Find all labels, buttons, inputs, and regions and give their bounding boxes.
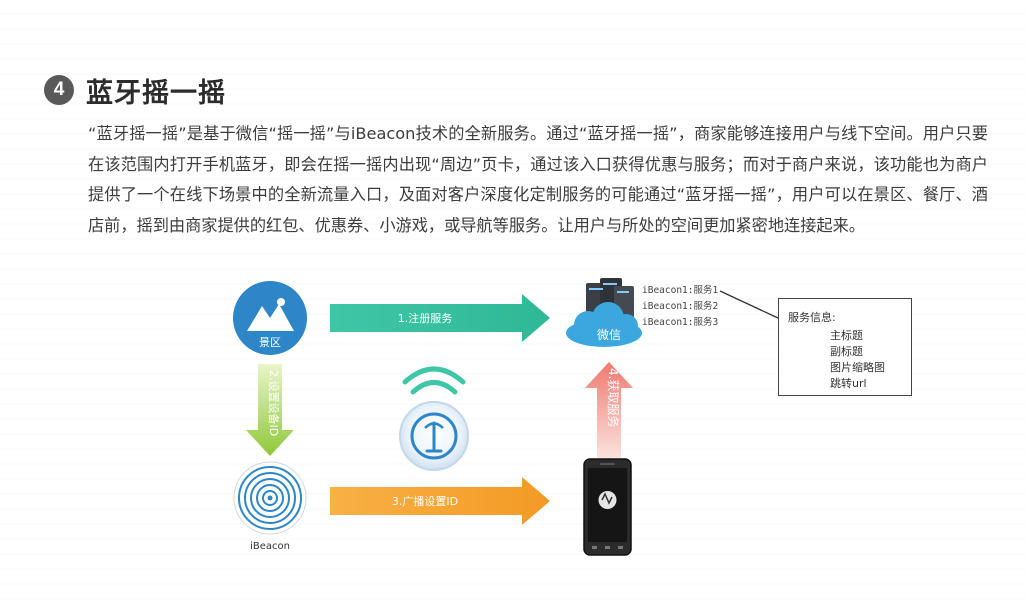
service-info-box: 服务信息: 主标题 副标题 图片缩略图 跳转url xyxy=(778,298,912,396)
service-item: iBeacon1:服务2 xyxy=(642,301,719,312)
ibeacon-node: iBeacon xyxy=(233,461,307,552)
service-list: iBeacon1:服务1 iBeacon1:服务2 iBeacon1:服务3 xyxy=(642,283,718,331)
arrow-step1-label: 1.注册服务 xyxy=(398,311,453,325)
service-info-title: 服务信息: xyxy=(788,311,836,324)
arrow-step2: 2.设置设备ID xyxy=(246,364,294,456)
service-info-item: 图片缩略图 xyxy=(830,361,885,374)
service-item: iBeacon1:服务3 xyxy=(642,317,719,328)
description-text: “蓝牙摇一摇”是基于微信“摇一摇”与iBeacon技术的全新服务。通过“蓝牙摇一… xyxy=(88,124,988,235)
smartphone-icon xyxy=(583,458,632,556)
section-title: 蓝牙摇一摇 xyxy=(86,77,226,109)
section-number-badge: 4 xyxy=(44,75,74,105)
mountain-icon xyxy=(247,298,294,331)
arrow-step3: 3.广播设置ID xyxy=(330,477,550,525)
cloud-icon xyxy=(566,302,642,347)
arrow-step2-label: 2.设置设备ID xyxy=(267,370,281,436)
arrow-step4-label: 4.获取服务 xyxy=(606,368,621,427)
scenic-node: 景区 xyxy=(233,281,307,355)
service-info-item: 主标题 xyxy=(830,329,863,342)
scenic-label: 景区 xyxy=(259,336,281,349)
info-connector-line xyxy=(719,290,779,319)
wechat-node: 微信 xyxy=(566,278,642,347)
service-item: iBeacon1:服务1 xyxy=(642,285,719,296)
description-paragraph: “蓝牙摇一摇”是基于微信“摇一摇”与iBeacon技术的全新服务。通过“蓝牙摇一… xyxy=(88,119,988,241)
wechat-label: 微信 xyxy=(597,328,621,342)
beacon-signal-icon xyxy=(399,366,469,471)
service-info-item: 副标题 xyxy=(830,345,863,358)
arrow-step4: 4.获取服务 xyxy=(585,362,633,458)
section-header: 4 蓝牙摇一摇 xyxy=(44,72,226,109)
arrow-step1: 1.注册服务 xyxy=(330,294,550,342)
service-info-list: 主标题 副标题 图片缩略图 跳转url xyxy=(830,328,885,392)
ibeacon-label: iBeacon xyxy=(250,541,290,552)
arrow-step3-label: 3.广播设置ID xyxy=(392,494,458,508)
service-info-item: 跳转url xyxy=(830,377,867,390)
